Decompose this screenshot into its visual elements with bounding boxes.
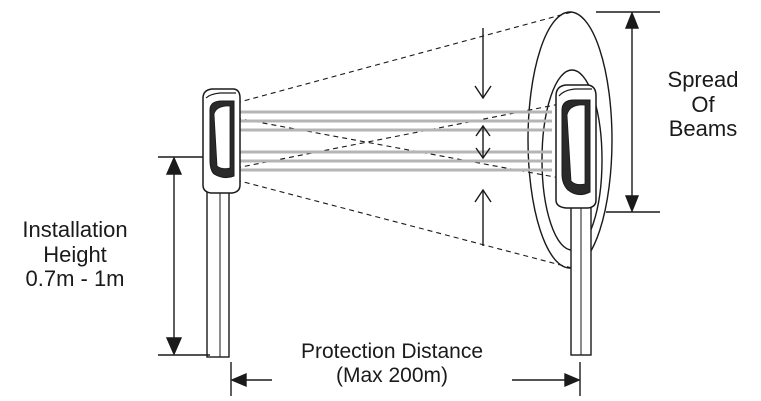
spread-dimension — [596, 11, 660, 213]
protection-distance-line-1: Protection Distance — [300, 340, 484, 363]
installation-height-dimension — [158, 156, 210, 356]
transmitter-pole — [206, 189, 230, 358]
installation-height-line-2: Height — [43, 241, 107, 267]
spread-arrows — [474, 28, 492, 246]
spread-line-2: Of — [691, 91, 715, 117]
installation-height-line-1: Installation — [22, 217, 128, 242]
spread-line-3: Beams — [668, 116, 738, 142]
beam-cone-lines — [235, 11, 573, 269]
spread-of-beams-label: Spread Of Beams — [656, 67, 750, 142]
spread-line-1: Spread — [667, 67, 739, 92]
transmitter-unit — [202, 88, 241, 194]
installation-height-label: Installation Height 0.7m - 1m — [0, 217, 150, 292]
protection-distance-line-2: (Max 200m) — [335, 363, 449, 387]
protection-distance-label: Protection Distance (Max 200m) — [272, 340, 512, 388]
receiver-unit — [555, 84, 597, 209]
installation-height-line-3: 0.7m - 1m — [25, 266, 125, 292]
infrared-beams — [238, 110, 552, 172]
